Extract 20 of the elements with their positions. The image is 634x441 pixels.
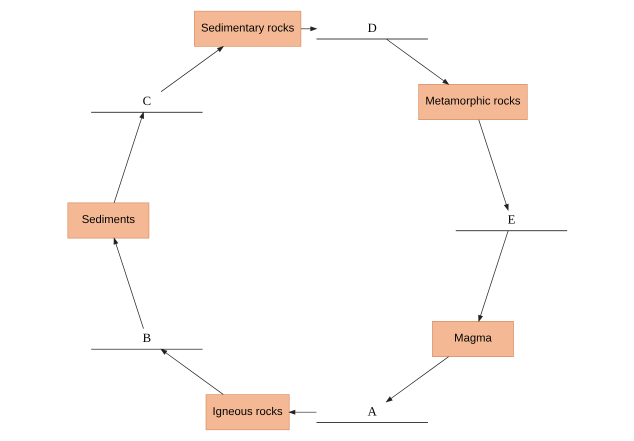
arrow <box>385 356 448 402</box>
node-text: A <box>367 404 376 418</box>
arrow <box>300 26 317 32</box>
node-text: D <box>367 20 376 35</box>
arrow <box>478 119 508 212</box>
arrow <box>113 237 144 330</box>
node-box: Sediments <box>66 202 149 238</box>
node-text: B <box>142 331 151 346</box>
node-text: E <box>507 212 515 227</box>
node-box: Metamorphic rocks <box>418 84 528 120</box>
arrow <box>160 348 224 395</box>
arrow <box>386 38 449 85</box>
arrow <box>288 410 316 415</box>
arrow <box>160 46 224 92</box>
node-box: Sedimentary rocks <box>194 10 301 47</box>
node-text: C <box>142 94 151 108</box>
node-box: Igneous rocks <box>205 394 290 430</box>
node-box: Magma <box>432 320 514 357</box>
arrow <box>478 230 508 322</box>
arrow <box>113 111 144 204</box>
